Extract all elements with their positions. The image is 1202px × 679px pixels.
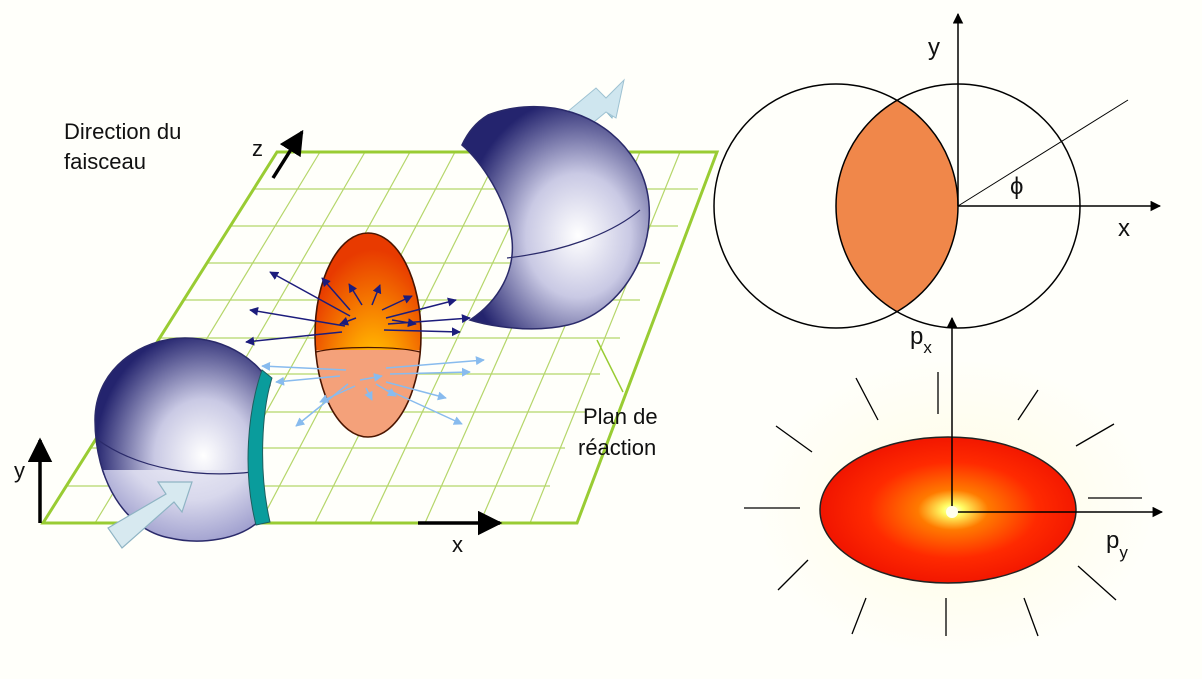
overlap-axis-y-label: y — [928, 34, 940, 61]
nucleus-right — [461, 78, 650, 330]
nucleus-right-equator — [506, 209, 641, 259]
angle-phi-label: ϕ — [1010, 173, 1023, 200]
flow-arrows-upper — [245, 271, 471, 346]
axis-x-label: x — [452, 532, 463, 557]
nucleus-left-cut-face — [247, 369, 273, 526]
flow-arrows-lower — [261, 356, 485, 427]
nucleus-left — [94, 337, 273, 549]
overlap-region — [836, 84, 958, 328]
momentum-rays — [744, 372, 1142, 637]
nucleus-right-body — [461, 105, 650, 330]
angle-line — [957, 99, 1129, 207]
beam-direction-arrow-bottom — [107, 481, 193, 549]
axis-py-label: py — [1106, 527, 1128, 562]
nucleus-left-equator — [97, 439, 253, 475]
overlap-diagram: y x ϕ — [713, 12, 1162, 329]
reaction-plane-border — [40, 150, 720, 525]
fireball — [314, 232, 422, 438]
plane-label-leader — [596, 339, 624, 393]
beam-direction-label-1: Direction du — [64, 119, 181, 144]
axis-z-label: z — [252, 136, 263, 161]
left-axes — [27, 129, 503, 536]
axis-px-label: px — [910, 323, 932, 357]
beam-direction-label-2: faisceau — [64, 149, 146, 174]
momentum-center-spot — [946, 506, 958, 518]
momentum-diagram: px py — [744, 316, 1164, 658]
reaction-plane-label-1: Plan de — [583, 404, 658, 429]
reaction-plane-label-2: réaction — [578, 435, 656, 460]
axis-z-arrow — [271, 129, 304, 179]
overlap-axis-x-label: x — [1118, 215, 1130, 242]
fireball-plane-intersection — [315, 346, 421, 353]
axis-y-label: y — [14, 458, 25, 483]
